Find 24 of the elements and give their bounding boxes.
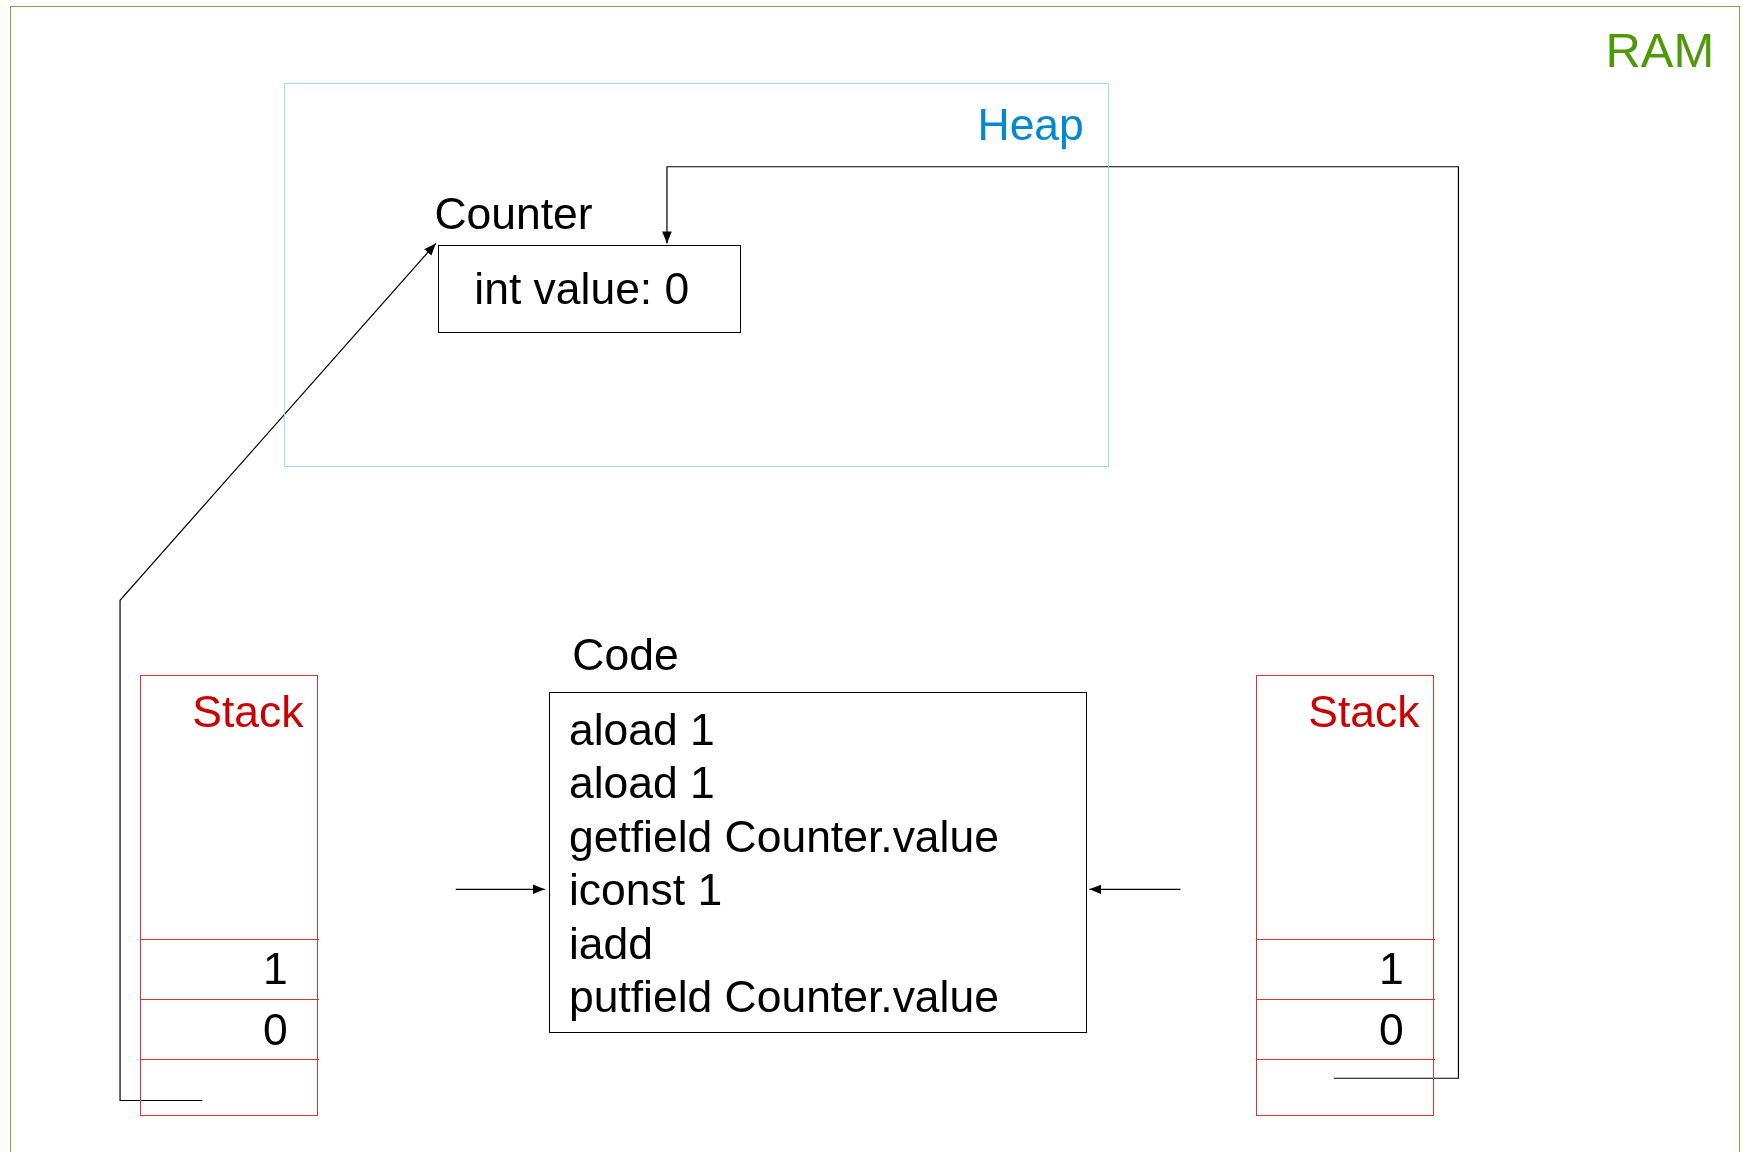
region-label: RAM bbox=[1605, 22, 1715, 79]
code-line: aload 1 bbox=[568, 704, 715, 755]
stack-value: 0 bbox=[1379, 1004, 1404, 1055]
region-label: Stack bbox=[1308, 686, 1420, 737]
stack-value: 0 bbox=[262, 1004, 288, 1055]
code-line: aload 1 bbox=[568, 758, 715, 809]
arrow bbox=[662, 166, 1460, 1079]
stack-value: 1 bbox=[1379, 944, 1404, 995]
region-label: Heap bbox=[977, 99, 1084, 150]
code-line: putfield Counter.value bbox=[568, 972, 999, 1023]
heap-region bbox=[284, 83, 1110, 467]
box-heading: Counter bbox=[434, 188, 593, 239]
arrow bbox=[1088, 884, 1182, 895]
stack-frame bbox=[139, 674, 318, 1116]
code-line: iadd bbox=[568, 918, 653, 969]
arrow bbox=[455, 884, 546, 895]
ram-region bbox=[10, 5, 1740, 1152]
stack-value: 1 bbox=[262, 944, 288, 995]
region-label: Stack bbox=[192, 686, 304, 737]
code-line: getfield Counter.value bbox=[568, 811, 999, 862]
box-heading: Code bbox=[572, 630, 679, 681]
code-line: iconst 1 bbox=[568, 865, 723, 916]
field-text: int value: 0 bbox=[474, 264, 690, 315]
stack-frame bbox=[1256, 674, 1434, 1116]
